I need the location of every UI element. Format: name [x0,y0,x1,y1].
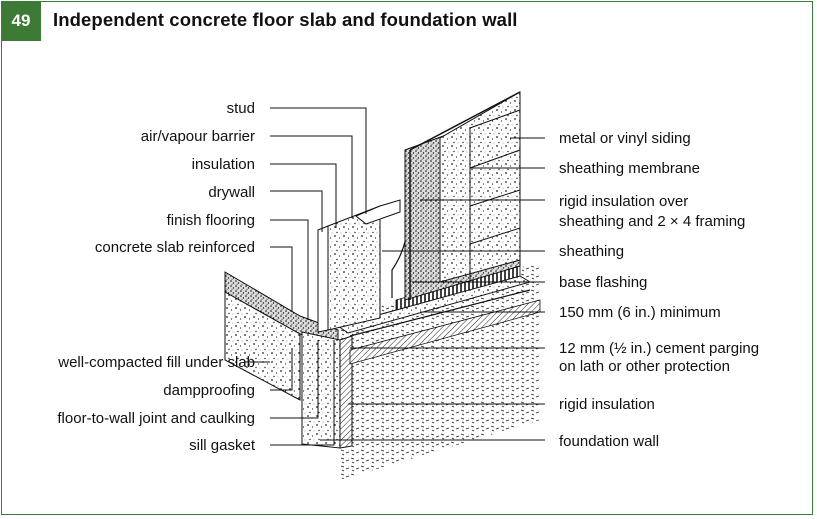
label-siding: metal or vinyl siding [559,130,691,147]
label-joint: floor-to-wall joint and caulking [57,410,255,427]
label-sheathing: sheathing [559,243,625,260]
label-rigid-over-line1: rigid insulation over [559,193,689,210]
figure-title: Independent concrete floor slab and foun… [53,9,518,30]
label-sheathing-membrane: sheathing membrane [559,160,700,177]
figure-number-badge: 49 [1,1,41,41]
label-parging-line2: on lath or other protection [559,358,730,375]
label-stud: stud [226,100,255,117]
label-parging-line1: 12 mm (½ in.) cement parging [559,340,760,357]
label-insulation: insulation [191,156,255,173]
label-air-vapour-barrier: air/vapour barrier [140,128,255,145]
label-dampproofing: dampproofing [163,382,255,399]
label-finish-flooring: finish flooring [166,212,255,229]
label-base-flashing: base flashing [559,274,648,291]
label-fill: well-compacted fill under slab [58,354,255,371]
label-rigid-insulation: rigid insulation [559,396,655,413]
label-minimum: 150 mm (6 in.) minimum [559,304,721,321]
label-sill-gasket: sill gasket [189,437,255,454]
label-concrete-slab: concrete slab reinforced [94,239,255,256]
label-rigid-over-line2: sheathing and 2 × 4 framing [559,213,746,230]
label-foundation-wall: foundation wall [559,433,660,450]
label-drywall: drywall [208,184,255,201]
